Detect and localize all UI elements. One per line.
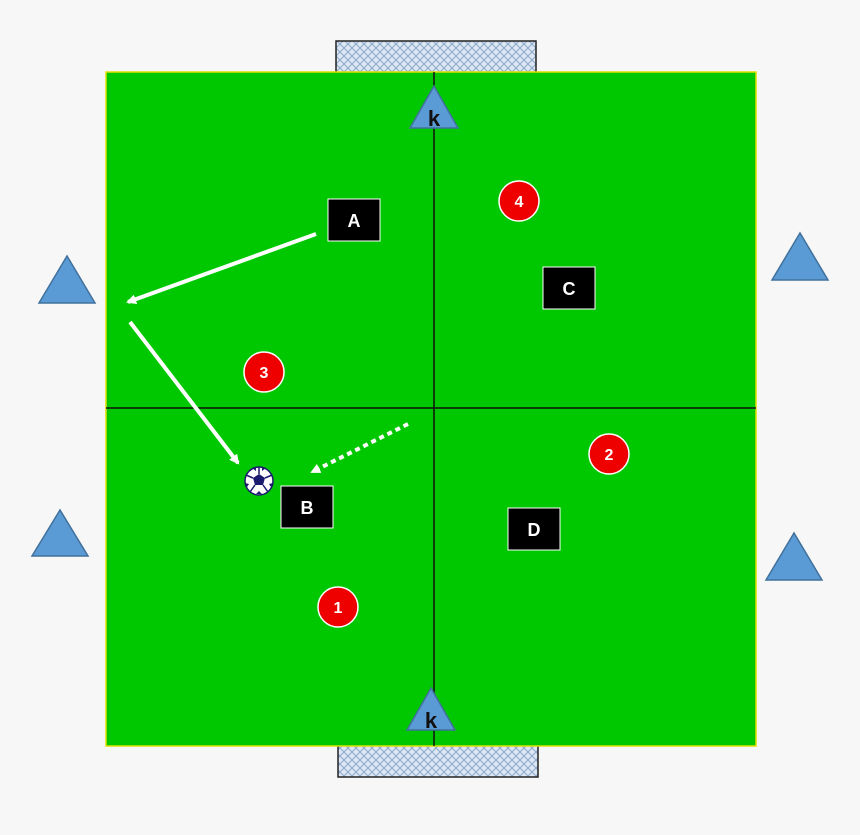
opponent-1-label: 1 — [334, 600, 343, 617]
opponent-1: 1 — [317, 586, 359, 628]
cone-right-bottom-icon — [764, 531, 824, 581]
keeper-bottom: k — [405, 686, 457, 733]
pitch — [105, 71, 757, 747]
player-b: B — [280, 485, 334, 529]
player-a-label: A — [348, 211, 361, 231]
keeper-bottom-cone-icon — [405, 686, 457, 731]
player-d: D — [507, 507, 561, 551]
soccer-ball-icon — [244, 466, 274, 496]
player-a: A — [327, 198, 381, 242]
pass-arrow-a-to-wide — [126, 232, 317, 304]
pass-arrow-wide-to-ball — [128, 320, 240, 465]
opponent-3: 3 — [243, 351, 285, 393]
goal-bottom — [337, 744, 539, 778]
player-c-label: C — [563, 279, 576, 299]
cone-left-bottom-icon — [30, 508, 90, 557]
player-c: C — [542, 266, 596, 310]
keeper-bottom-label: k — [425, 708, 438, 733]
goal-top — [335, 40, 537, 74]
player-b-label: B — [301, 498, 314, 518]
opponent-2-label: 2 — [605, 447, 614, 464]
player-d-label: D — [528, 520, 541, 540]
opponent-2: 2 — [588, 433, 630, 475]
opponent-3-label: 3 — [260, 365, 269, 382]
keeper-top-label: k — [428, 106, 441, 131]
opponent-4: 4 — [498, 180, 540, 222]
cone-left-top-icon — [37, 254, 97, 304]
keeper-top: k — [408, 84, 460, 131]
opponent-4-label: 4 — [515, 194, 524, 211]
cone-right-top-icon — [770, 231, 830, 281]
keeper-top-cone-icon — [408, 84, 460, 129]
